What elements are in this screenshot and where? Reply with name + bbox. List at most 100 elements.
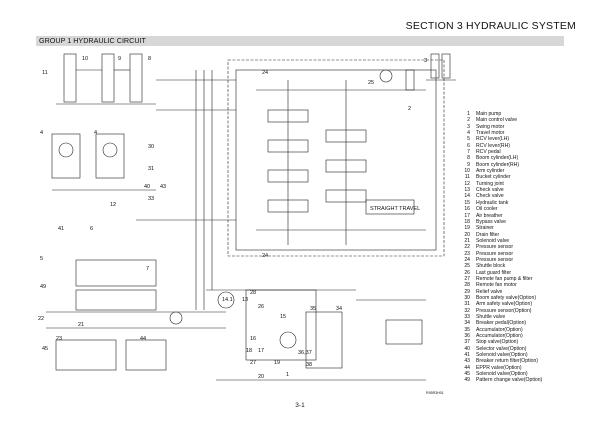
legend-item-label: Remote fan pump & filter <box>476 275 533 282</box>
callout-9: 31 <box>148 166 154 172</box>
legend-item-number: 35 <box>464 326 470 333</box>
callout-40: 24 <box>262 253 268 259</box>
callout-37: 34 <box>336 306 342 312</box>
legend-item-label: RCV lever(RH) <box>476 142 510 149</box>
callout-33: 20 <box>258 374 264 380</box>
legend-item-number: 30 <box>464 294 470 301</box>
legend-item-number: 7 <box>467 149 470 156</box>
legend-item-number: 11 <box>464 174 470 181</box>
legend-item-number: 15 <box>464 199 470 206</box>
legend-item-label: RCV lever(LH) <box>476 136 510 143</box>
callout-41: 25 <box>368 80 374 86</box>
legend-item-number: 21 <box>464 237 470 244</box>
callout-25: 28 <box>250 290 256 296</box>
callout-7: 12 <box>110 202 116 208</box>
legend-item: 35 Accumulator(Option) <box>456 327 542 333</box>
legend-item-number: 22 <box>464 244 470 251</box>
legend-item-label: Breaker pedal(Option) <box>476 320 527 327</box>
legend-item-label: Last guard filter <box>476 269 512 276</box>
legend-item-label: Accumulator(Option) <box>476 326 523 333</box>
legend-item-number: 13 <box>464 187 470 194</box>
legend-item-label: Pressure sensor(Option) <box>476 307 532 314</box>
legend-item-number: 20 <box>464 231 470 238</box>
legend-item-number: 17 <box>464 212 470 219</box>
legend-item-number: 43 <box>464 358 470 365</box>
legend-item: 28 Remote fan motor <box>456 282 542 288</box>
legend-item-label: Solenoid valve <box>476 237 510 244</box>
callout-42: 2 <box>408 106 411 112</box>
callout-10: 40 <box>144 184 150 190</box>
legend-item-number: 27 <box>464 275 470 282</box>
callout-20: 23 <box>56 336 62 342</box>
callout-28: 16 <box>250 336 256 342</box>
legend-item-label: Remote fan motor <box>476 282 517 289</box>
callout-35: 36,37 <box>298 350 312 356</box>
callout-6: 4 <box>94 130 97 136</box>
legend-item-number: 10 <box>464 168 470 175</box>
legend-item-label: Drain filter <box>476 231 500 238</box>
legend-item-label: Boom safety valve(Option) <box>476 294 537 301</box>
legend-item-label: Hydraulic tank <box>476 199 509 206</box>
callout-27: 15 <box>280 314 286 320</box>
legend-item-label: EPPR valve(Option) <box>476 364 522 371</box>
circuit-lines <box>46 53 456 381</box>
legend-item: 30 Boom safety valve(Option) <box>456 295 542 301</box>
legend-item-label: Main pump <box>476 111 502 117</box>
legend-item-label: Shuttle block <box>476 263 506 270</box>
legend-item-label: Stop valve(Option) <box>476 339 519 346</box>
legend-item-label: RCV pedal <box>476 149 501 156</box>
legend-item-label: Shuttle valve <box>476 314 506 320</box>
legend-item-label: Pressure sensor <box>476 244 514 251</box>
callout-3: 9 <box>118 56 121 62</box>
legend-item: 27 Remote fan pump & filter <box>456 276 542 282</box>
callout-23: 14.1 <box>222 297 233 303</box>
callout-19: 21 <box>78 322 84 328</box>
legend-item: 1 Main pump <box>456 111 542 117</box>
legend-item-label: Selector valve(Option) <box>476 345 527 352</box>
legend-item-number: 16 <box>464 206 470 213</box>
legend-item-number: 1 <box>467 111 470 117</box>
callout-14: 6 <box>90 226 93 232</box>
legend-item: 34 Breaker pedal(Option) <box>456 320 542 326</box>
callout-17: 7 <box>146 266 149 272</box>
page-number: 3-1 <box>295 402 305 409</box>
drawing-number: R95R3H01 <box>426 391 444 395</box>
legend-item-number: 41 <box>464 352 470 359</box>
legend-item-number: 4 <box>467 130 470 137</box>
callout-31: 27 <box>250 360 256 366</box>
legend-item-label: Accumulator(Option) <box>476 333 523 340</box>
legend-item-number: 25 <box>464 263 470 270</box>
legend-item-label: Pressure sensor <box>476 256 514 263</box>
legend-item-number: 29 <box>464 288 470 295</box>
legend-item-number: 34 <box>464 320 470 327</box>
legend-item-label: Arm safety valve(Option) <box>476 301 533 308</box>
legend-item: 7 RCV pedal <box>456 149 542 155</box>
legend-item-label: Bucket cylinder <box>476 174 511 181</box>
legend-item-label: Turning joint <box>476 180 504 187</box>
callout-16: 49 <box>40 284 46 290</box>
hydraulic-circuit-diagram: 11 10 9 8 4 4 12 30 31 40 43 33 41 6 5 4… <box>38 53 456 395</box>
legend-item-label: Solenoid valve(Option) <box>476 371 528 378</box>
legend-item: 15 Hydraulic tank <box>456 200 542 206</box>
legend-item-number: 8 <box>467 155 470 162</box>
callout-1: 11 <box>42 70 48 76</box>
legend-item-number: 28 <box>464 282 470 289</box>
callout-44: STRAIGHT TRAVEL <box>370 206 420 212</box>
callout-2: 10 <box>82 56 88 62</box>
legend-item-label: Arm cylinder <box>476 168 505 175</box>
